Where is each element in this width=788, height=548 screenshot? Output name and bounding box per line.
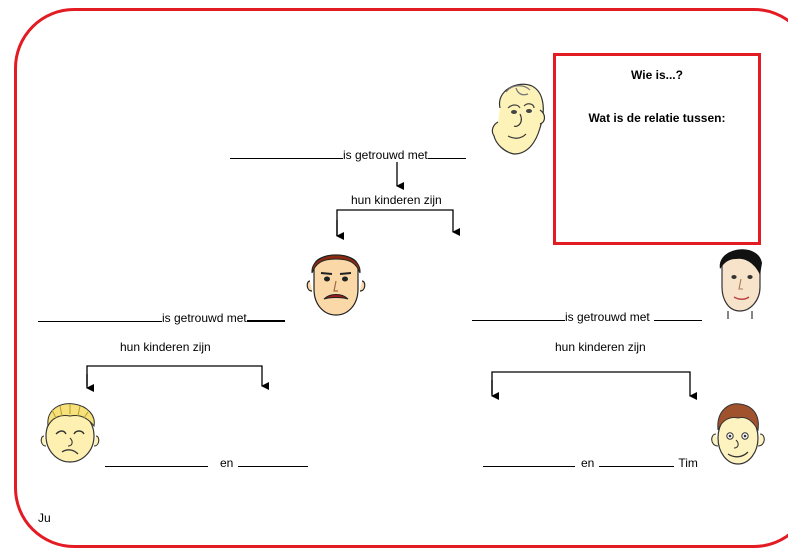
boy-brown-hair-face-icon [711,403,765,465]
top-married-line: is getrouwd met [230,147,466,162]
left-married-line: is getrouwd met [38,309,285,325]
left-children-line: en [105,455,309,470]
man-mustache-face-icon [306,254,366,316]
right-child2-blank[interactable] [599,455,675,467]
right-child1-blank[interactable] [483,455,575,467]
family-tree-connectors [86,162,697,400]
left-husband-blank[interactable] [38,310,162,322]
right-children-line: en Tim [483,455,698,470]
right-name-label: Tim [678,456,698,470]
footer-text: Ju [38,511,51,525]
left-children-label: hun kinderen zijn [120,340,211,354]
top-married-label: is getrouwd met [343,148,428,162]
left-child1-blank[interactable] [105,455,208,467]
right-and-label: en [581,456,595,470]
top-husband-blank[interactable] [230,147,343,159]
top-children-label: hun kinderen zijn [351,193,442,207]
right-husband-blank[interactable] [472,309,565,321]
left-and-label: en [220,456,234,470]
left-bracket [86,365,269,390]
left-wife-blank[interactable] [246,309,285,322]
right-wife-blank[interactable] [653,309,702,321]
young-man-face-icon [719,249,762,319]
top-bracket [336,209,460,236]
question-box: Wie is...? Wat is de relatie tussen: [553,53,761,245]
boy-blond-face-icon [40,403,100,463]
top-wife-blank[interactable] [427,147,466,159]
old-man-face-icon [491,83,546,155]
left-married-label: is getrouwd met [162,311,247,325]
right-married-line: is getrouwd met [472,309,702,324]
right-children-label: hun kinderen zijn [555,340,646,354]
right-bracket [491,371,697,400]
left-child2-blank[interactable] [238,455,309,467]
right-married-label: is getrouwd met [565,310,650,324]
question-box-subtitle: Wat is de relatie tussen: [588,111,726,125]
question-box-title: Wie is...? [631,68,683,82]
